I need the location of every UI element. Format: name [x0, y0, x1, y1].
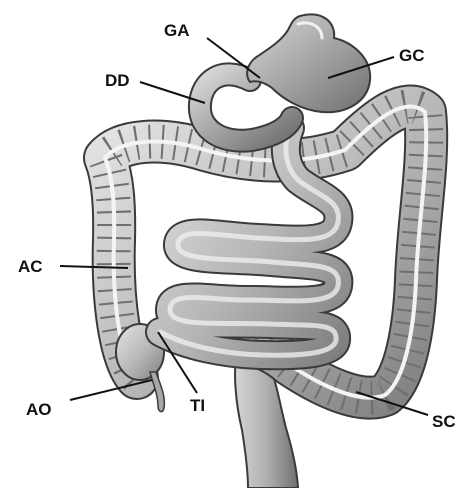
stomach — [247, 14, 370, 112]
label-gc: GC — [399, 46, 425, 65]
label-sc: SC — [432, 412, 456, 431]
label-dd: DD — [105, 71, 130, 90]
label-ga: GA — [164, 21, 190, 40]
label-ac: AC — [18, 257, 43, 276]
label-ao: AO — [26, 400, 52, 419]
label-ti: TI — [190, 396, 205, 415]
